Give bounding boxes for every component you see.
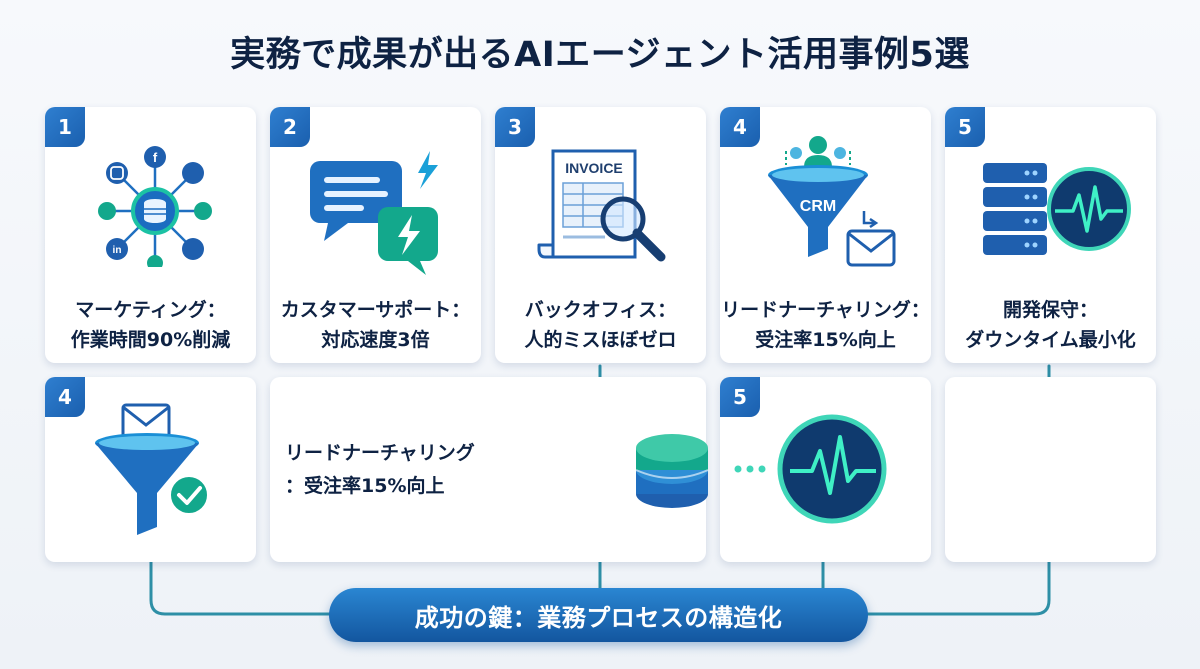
card-lead-nurturing: 4 CRM リードナーチャリング： 受注率15%向上 xyxy=(720,107,931,363)
card-caption-line1: カスタマーサポート： xyxy=(280,299,471,321)
card-caption-line1: リードナーチャリング： xyxy=(721,299,930,321)
card-dev-maintenance: 5 開発保守： ダウンタイム最小化 xyxy=(945,107,1156,363)
server-heartbeat-icon xyxy=(977,157,1137,281)
database-pulse-icon xyxy=(728,407,928,531)
card-badge: 2 xyxy=(270,107,310,147)
card-back-office: 3 INVOICE バックオフィス： 人的ミスほぼゼロ xyxy=(495,107,706,363)
card-caption-line1: バックオフィス： xyxy=(524,299,677,321)
chat-bubbles-lightning-icon xyxy=(304,147,454,281)
card-badge: 1 xyxy=(45,107,85,147)
card-caption-line2: 作業時間90%削減 xyxy=(70,329,231,351)
social-network-hub-icon: f in xyxy=(95,137,215,271)
lead-nurturing-line1: リードナーチャリング xyxy=(285,442,475,464)
card-caption-line1: 開発保守： xyxy=(1002,299,1098,321)
card-badge: 4 xyxy=(720,107,760,147)
database-stack-icon xyxy=(628,424,728,528)
svg-text:in: in xyxy=(113,245,122,256)
card-badge: 5 xyxy=(945,107,985,147)
card-spacer-right xyxy=(945,377,1156,562)
crm-label: CRM xyxy=(800,198,836,215)
card-caption-line2: ダウンタイム最小化 xyxy=(965,329,1136,351)
success-key-banner: 成功の鍵：業務プロセスの構造化 xyxy=(329,588,868,642)
card-badge: 4 xyxy=(45,377,85,417)
card-badge: 3 xyxy=(495,107,535,147)
invoice-magnifier-icon: INVOICE xyxy=(533,145,673,274)
card-monitoring-detail: 5 xyxy=(720,377,931,562)
card-marketing: 1 f in マーケティング： 作業時間90%削減 xyxy=(45,107,256,363)
card-caption-line1: マーケティング： xyxy=(75,299,226,321)
page-title: 実務で成果が出るAIエージェント活用事例5選 xyxy=(230,35,970,75)
card-caption-line2: 対応速度3倍 xyxy=(321,329,430,351)
mail-funnel-check-icon xyxy=(93,399,223,553)
svg-text:f: f xyxy=(153,150,158,165)
lead-nurturing-line2: ：受注率15%向上 xyxy=(285,475,445,497)
card-badge: 5 xyxy=(720,377,760,417)
card-funnel-detail: 4 xyxy=(45,377,256,562)
card-caption-line2: 受注率15%向上 xyxy=(755,329,896,351)
card-lead-nurturing-text: リードナーチャリング ：受注率15%向上 xyxy=(270,377,706,562)
card-caption-line2: 人的ミスほぼゼロ xyxy=(524,329,677,351)
invoice-label: INVOICE xyxy=(565,160,623,176)
crm-funnel-icon: CRM xyxy=(756,131,906,285)
card-customer-support: 2 カスタマーサポート： 対応速度3倍 xyxy=(270,107,481,363)
lead-nurturing-caption: リードナーチャリング ：受注率15%向上 xyxy=(285,437,535,503)
